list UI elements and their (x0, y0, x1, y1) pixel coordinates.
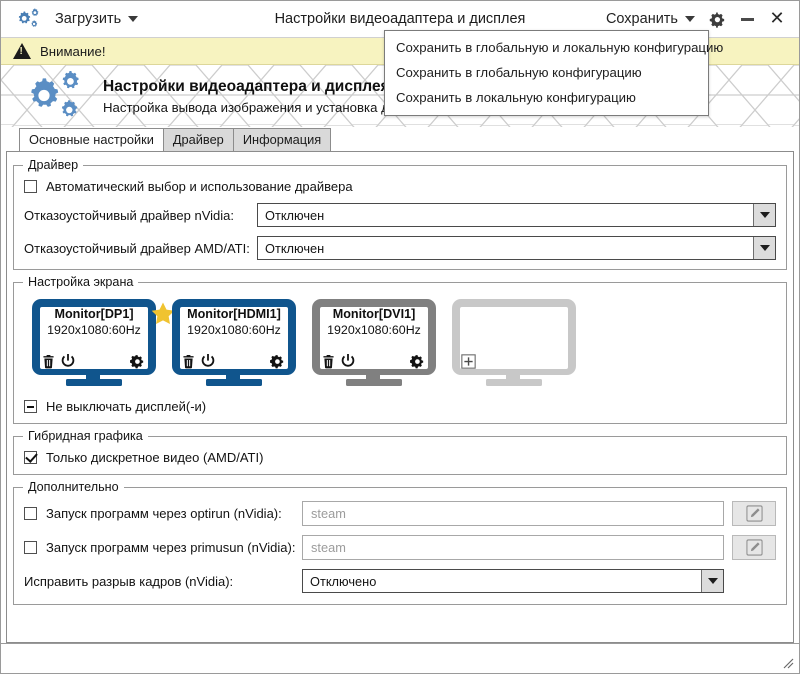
primary-star-icon (151, 302, 175, 324)
trash-icon[interactable] (181, 354, 196, 369)
tearfix-value: Отключено (310, 573, 377, 589)
banner-title: Настройки видеоадаптера и дисплея (103, 77, 390, 95)
warning-triangle-icon (13, 43, 31, 59)
pencil-icon (745, 505, 763, 522)
status-bar (1, 643, 799, 673)
group-advanced-legend: Дополнительно (23, 480, 124, 494)
gear-icon (709, 11, 724, 28)
tab-driver[interactable]: Драйвер (162, 128, 234, 151)
discrete-only-checkbox[interactable] (24, 451, 37, 464)
tearfix-select[interactable]: Отключено (302, 569, 724, 593)
pencil-icon (745, 539, 763, 556)
amd-fallback-select[interactable]: Отключен (257, 236, 776, 260)
primusun-label[interactable]: Запуск программ через primusun (nVidia): (46, 540, 296, 555)
chevron-down-icon (128, 16, 139, 22)
row-primusun: Запуск программ через primusun (nVidia):… (24, 535, 776, 560)
monitor-shape-icon (452, 299, 576, 386)
monitor-card-dvi1[interactable]: Monitor[DVI1] 1920x1080:60Hz (308, 295, 440, 387)
monitor-dp1-actions (40, 353, 148, 369)
tab-strip: Основные настройки Драйвер Информация (1, 127, 799, 151)
chevron-down-icon (701, 570, 723, 592)
group-hybrid-graphics: Гибридная графика Только дискретное виде… (13, 429, 787, 475)
save-menu-item-global-local[interactable]: Сохранить в глобальную и локальную конфи… (396, 40, 724, 55)
nvidia-fallback-value: Отключен (265, 207, 325, 223)
load-menu-button[interactable]: Загрузить (49, 7, 144, 31)
primusun-checkbox[interactable] (24, 541, 37, 554)
app-logo-gears-icon (11, 7, 41, 31)
optirun-edit-button[interactable] (732, 501, 776, 526)
optirun-checkbox[interactable] (24, 507, 37, 520)
monitor-shape-icon (32, 299, 156, 386)
primusun-input[interactable]: steam (302, 535, 724, 560)
monitor-shape-icon (172, 299, 296, 386)
monitor-card-hdmi1[interactable]: Monitor[HDMI1] 1920x1080:60Hz (168, 295, 300, 387)
group-hybrid-legend: Гибридная графика (23, 429, 148, 443)
power-icon[interactable] (60, 353, 76, 369)
auto-driver-checkbox[interactable] (24, 180, 37, 193)
gear-icon[interactable] (270, 354, 285, 369)
tearfix-label: Исправить разрыв кадров (nVidia): (24, 573, 234, 589)
row-amd-fallback: Отказоустойчивый драйвер AMD/ATI: Отключ… (24, 236, 776, 260)
monitor-dvi1-actions (320, 353, 428, 369)
nvidia-fallback-select[interactable]: Отключен (257, 203, 776, 227)
group-screen: Настройка экрана Monitor[DP1] 1920x1080:… (13, 275, 787, 424)
group-screen-legend: Настройка экрана (23, 275, 139, 289)
monitor-list: Monitor[DP1] 1920x1080:60Hz (24, 293, 776, 391)
optirun-label[interactable]: Запуск программ через optirun (nVidia): (46, 506, 282, 521)
row-auto-driver: Автоматический выбор и использование дра… (24, 179, 776, 194)
row-nvidia-fallback: Отказоустойчивый драйвер nVidia: Отключе… (24, 203, 776, 227)
group-advanced: Дополнительно Запуск программ через opti… (13, 480, 787, 605)
monitor-shape-icon (312, 299, 436, 386)
power-icon[interactable] (340, 353, 356, 369)
primusun-edit-button[interactable] (732, 535, 776, 560)
save-menu-item-local[interactable]: Сохранить в локальную конфигурацию (396, 90, 636, 105)
row-discrete-only: Только дискретное видео (AMD/ATI) (24, 450, 776, 465)
power-icon[interactable] (200, 353, 216, 369)
optirun-input[interactable]: steam (302, 501, 724, 526)
group-driver-legend: Драйвер (23, 158, 84, 172)
save-dropdown-menu[interactable]: Сохранить в глобальную и локальную конфи… (384, 30, 724, 116)
chevron-down-icon (753, 237, 775, 259)
banner-gears-icon (15, 68, 91, 124)
minimize-button[interactable] (733, 6, 761, 32)
close-icon: ✕ (769, 8, 785, 29)
titlebar-actions: Сохранить ✕ (592, 6, 791, 32)
close-button[interactable]: ✕ (763, 6, 791, 32)
monitor-card-dp1[interactable]: Monitor[DP1] 1920x1080:60Hz (28, 295, 175, 387)
monitor-card-add[interactable] (448, 295, 580, 387)
save-menu-button[interactable]: Сохранить (600, 7, 701, 31)
trash-icon[interactable] (41, 354, 56, 369)
monitor-hdmi1-actions (180, 353, 288, 369)
row-keep-displays-on: Не выключать дисплей(-и) (24, 399, 776, 414)
monitor-add-body (460, 306, 568, 369)
warning-text: Внимание! (40, 43, 106, 59)
plus-icon[interactable] (461, 354, 476, 369)
amd-fallback-value: Отключен (265, 240, 325, 256)
minimize-icon (740, 17, 754, 21)
keep-displays-on-checkbox[interactable] (24, 400, 37, 413)
save-menu-label: Сохранить (605, 11, 678, 27)
gear-icon[interactable] (410, 354, 425, 369)
keep-displays-on-label[interactable]: Не выключать дисплей(-и) (46, 399, 207, 414)
load-menu-label: Загрузить (55, 11, 122, 27)
auto-driver-label[interactable]: Автоматический выбор и использование дра… (46, 179, 353, 194)
group-driver: Драйвер Автоматический выбор и использов… (13, 158, 787, 270)
settings-panel: Драйвер Автоматический выбор и использов… (6, 151, 794, 643)
chevron-down-icon (685, 16, 695, 22)
resize-grip-icon[interactable] (781, 656, 795, 670)
chevron-down-icon (753, 204, 775, 226)
gear-icon[interactable] (130, 354, 145, 369)
row-optirun: Запуск программ через optirun (nVidia): … (24, 501, 776, 526)
amd-fallback-label: Отказоустойчивый драйвер AMD/ATI: (24, 240, 250, 256)
tab-information[interactable]: Информация (232, 128, 332, 151)
row-tearfix: Исправить разрыв кадров (nVidia): Отключ… (24, 569, 776, 593)
monitor-add-actions (460, 354, 568, 369)
settings-button[interactable] (703, 6, 731, 32)
nvidia-fallback-label: Отказоустойчивый драйвер nVidia: (24, 207, 234, 223)
save-menu-item-global[interactable]: Сохранить в глобальную конфигурацию (396, 65, 642, 80)
trash-icon[interactable] (321, 354, 336, 369)
discrete-only-label[interactable]: Только дискретное видео (AMD/ATI) (46, 450, 264, 465)
tab-main-settings[interactable]: Основные настройки (19, 128, 164, 151)
